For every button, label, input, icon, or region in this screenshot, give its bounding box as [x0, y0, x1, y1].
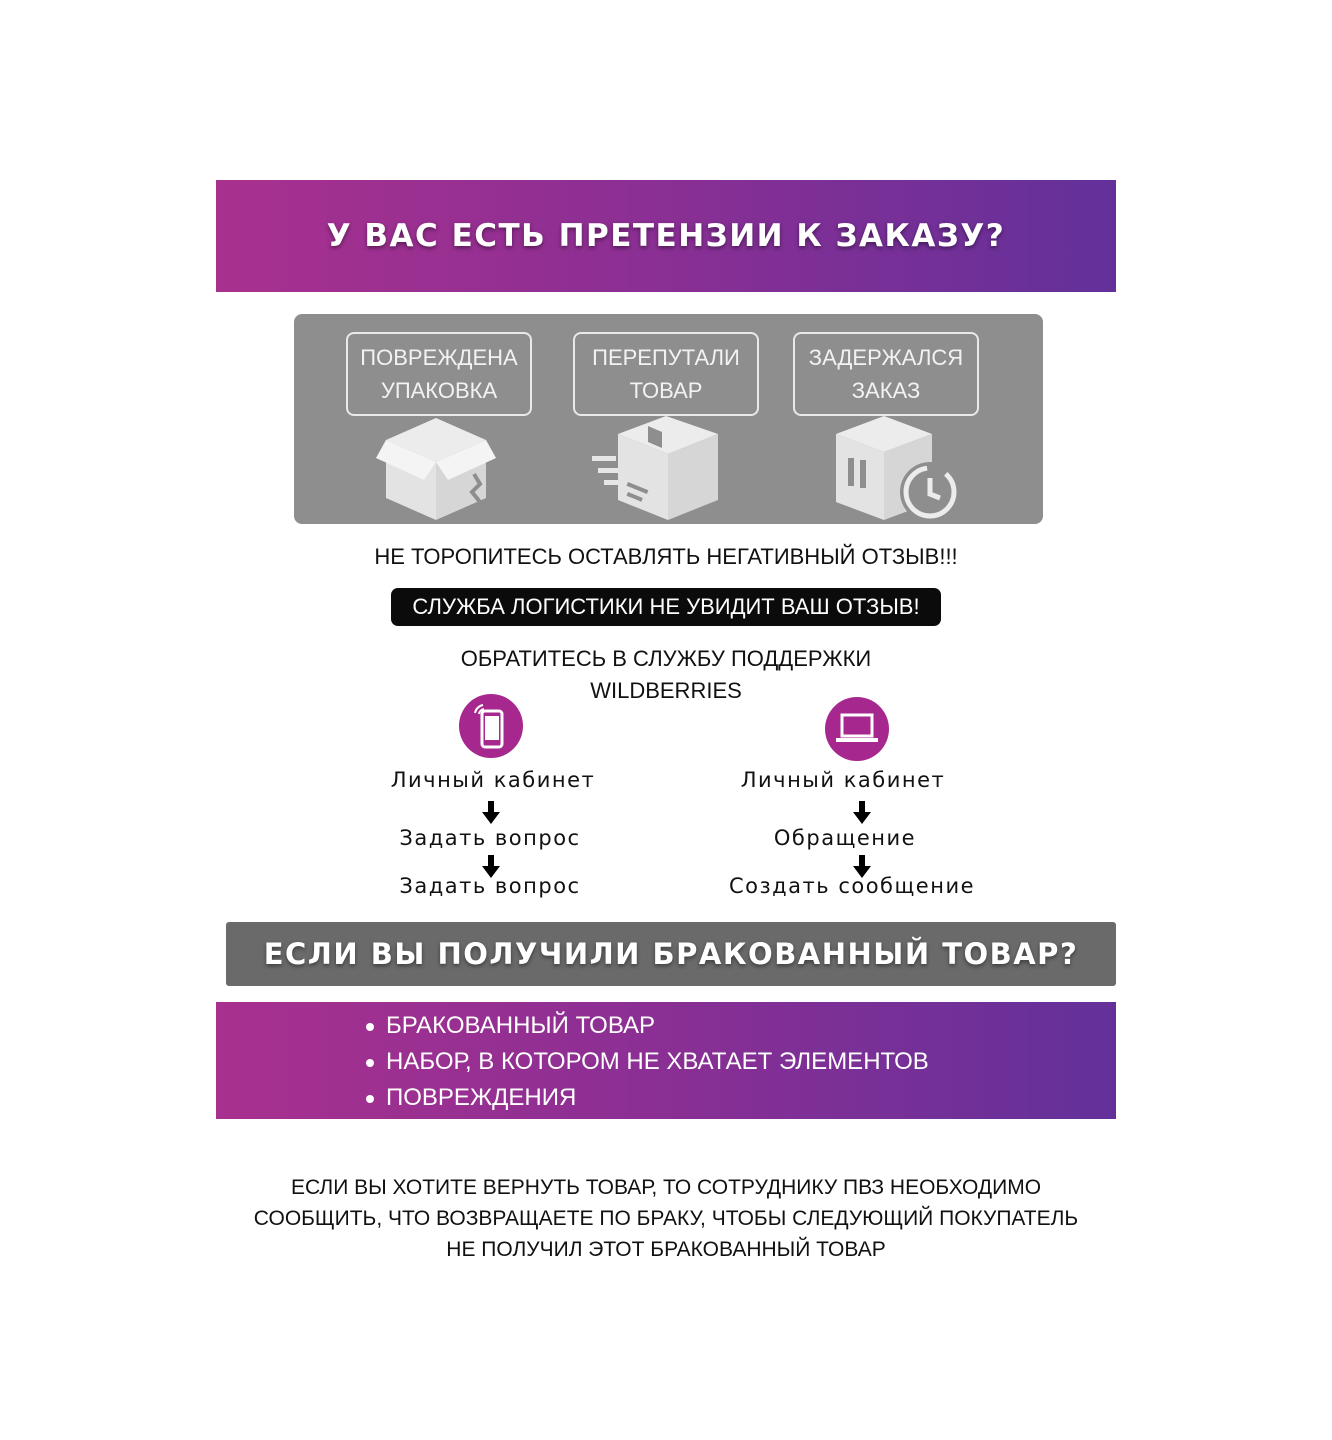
support-text: ОБРАТИТЕСЬ В СЛУЖБУ ПОДДЕРЖКИ WILDBERRIE… [0, 643, 1332, 707]
return-line-2: СООБЩИТЬ, ЧТО ВОЗВРАЩАЕТЕ ПО БРАКУ, ЧТОБ… [253, 1207, 1079, 1230]
defect-header: ЕСЛИ ВЫ ПОЛУЧИЛИ БРАКОВАННЫЙ ТОВАР? [263, 937, 1079, 971]
smartphone-icon [459, 694, 523, 758]
arrow-down-icon [482, 855, 500, 878]
damaged-box-icon [376, 418, 496, 520]
issue-delayed-order: ЗАДЕРЖАЛСЯ ЗАКАЗ [793, 332, 979, 416]
issue-label-line1: ПЕРЕПУТАЛИ [592, 345, 740, 370]
defect-list: БРАКОВАННЫЙ ТОВАР НАБОР, В КОТОРОМ НЕ ХВ… [364, 1008, 929, 1116]
issue-label-line2: УПАКОВКА [380, 378, 498, 403]
laptop-icon [825, 697, 889, 761]
list-item: НАБОР, В КОТОРОМ НЕ ХВАТАЕТ ЭЛЕМЕНТОВ [364, 1044, 929, 1080]
arrow-down-icon [482, 801, 500, 824]
list-item: ПОВРЕЖДЕНИЯ [364, 1080, 929, 1116]
issue-damaged-packaging: ПОВРЕЖДЕНА УПАКОВКА [346, 332, 532, 416]
return-line-3: НЕ ПОЛУЧИЛ ЭТОТ БРАКОВАННЫЙ ТОВАР [446, 1238, 886, 1261]
shipping-box-icon [592, 416, 718, 520]
issue-label-line2: ТОВАР [629, 378, 703, 403]
desktop-step-3: Создать сообщение [728, 874, 976, 898]
return-instructions: ЕСЛИ ВЫ ХОТИТЕ ВЕРНУТЬ ТОВАР, ТО СОТРУДН… [0, 1172, 1332, 1265]
page-title: У ВАС ЕСТЬ ПРЕТЕНЗИИ К ЗАКАЗУ? [326, 218, 1006, 254]
arrow-down-icon [853, 855, 871, 878]
arrow-down-icon [853, 801, 871, 824]
desktop-step-2: Обращение [773, 826, 917, 850]
header-banner: У ВАС ЕСТЬ ПРЕТЕНЗИИ К ЗАКАЗУ? [216, 180, 1116, 292]
mobile-step-3: Задать вопрос [399, 874, 581, 898]
issue-wrong-item: ПЕРЕПУТАЛИ ТОВАР [573, 332, 759, 416]
delayed-box-icon [836, 416, 960, 522]
issue-label-line2: ЗАКАЗ [851, 378, 921, 403]
defect-header-banner: ЕСЛИ ВЫ ПОЛУЧИЛИ БРАКОВАННЫЙ ТОВАР? [226, 922, 1116, 986]
mobile-step-1: Личный кабинет [390, 768, 596, 792]
logistics-notice: СЛУЖБА ЛОГИСТИКИ НЕ УВИДИТ ВАШ ОТЗЫВ! [391, 588, 941, 626]
issue-label-line1: ПОВРЕЖДЕНА [360, 345, 518, 370]
support-brand: WILDBERRIES [590, 678, 742, 703]
issues-panel: ПОВРЕЖДЕНА УПАКОВКА ПЕРЕПУТАЛИ ТОВАР ЗАД… [294, 314, 1043, 524]
issue-label-line1: ЗАДЕРЖАЛСЯ [808, 345, 964, 370]
mobile-step-2: Задать вопрос [399, 826, 581, 850]
return-line-1: ЕСЛИ ВЫ ХОТИТЕ ВЕРНУТЬ ТОВАР, ТО СОТРУДН… [290, 1176, 1042, 1199]
desktop-step-1: Личный кабинет [740, 768, 946, 792]
defect-list-banner: БРАКОВАННЫЙ ТОВАР НАБОР, В КОТОРОМ НЕ ХВ… [216, 1002, 1116, 1119]
support-line1: ОБРАТИТЕСЬ В СЛУЖБУ ПОДДЕРЖКИ [460, 646, 872, 671]
warning-text: НЕ ТОРОПИТЕСЬ ОСТАВЛЯТЬ НЕГАТИВНЫЙ ОТЗЫВ… [374, 544, 958, 569]
list-item: БРАКОВАННЫЙ ТОВАР [364, 1008, 929, 1044]
logistics-notice-text: СЛУЖБА ЛОГИСТИКИ НЕ УВИДИТ ВАШ ОТЗЫВ! [412, 594, 920, 619]
